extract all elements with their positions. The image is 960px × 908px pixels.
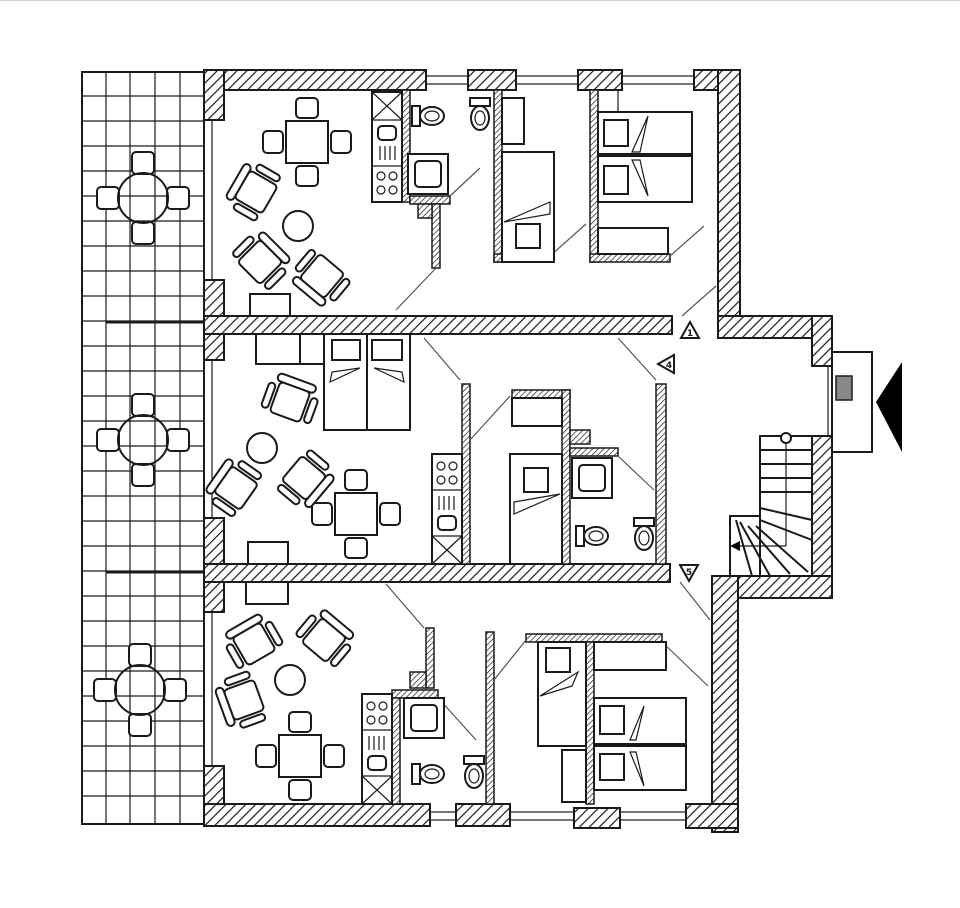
unit-marker-1: 1 — [679, 319, 701, 339]
terrace-table-top — [96, 151, 190, 245]
svg-text:5: 5 — [686, 568, 692, 578]
entrance-arrow-icon — [876, 362, 902, 452]
svg-text:4: 4 — [666, 361, 672, 371]
staircase — [729, 432, 813, 577]
image-border — [0, 0, 960, 1]
terrace-table-bottom — [93, 643, 187, 737]
unit-top — [221, 89, 717, 317]
unit-marker-5: 5 — [678, 564, 700, 584]
unit-middle — [200, 333, 667, 565]
terrace-table-middle — [96, 393, 190, 487]
unit-bottom — [211, 581, 711, 805]
unit-marker-4: 4 — [655, 353, 675, 375]
entrance-porch — [827, 351, 873, 453]
svg-text:1: 1 — [687, 329, 693, 339]
exterior-walls — [203, 69, 833, 833]
